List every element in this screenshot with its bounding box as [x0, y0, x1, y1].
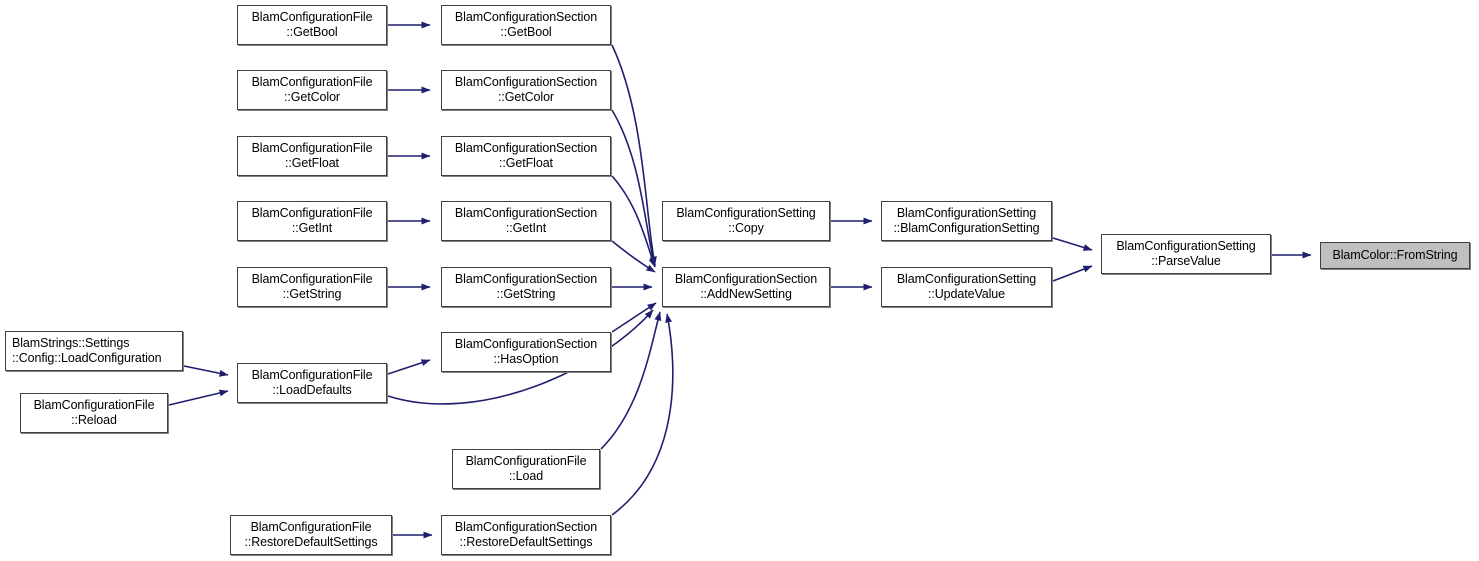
graph-node-label-line2: ::GetFloat [499, 156, 553, 170]
call-edge-n20-to-n22 [1052, 237, 1093, 251]
graph-node-label-line2: ::GetString [496, 287, 556, 301]
call-edge-n12-to-n13 [168, 389, 229, 406]
graph-node-label-line2: ::AddNewSetting [700, 287, 792, 301]
graph-node-label-line2: ::LoadDefaults [272, 383, 352, 397]
call-edge-n21-to-n22 [1052, 265, 1093, 282]
graph-node-blamconfigurationfileload[interactable]: BlamConfigurationFile::Load [452, 449, 600, 489]
graph-node-blamconfigurationsectionhasoption[interactable]: BlamConfigurationSection::HasOption [441, 332, 611, 372]
graph-node-blamconfigurationsectiongetfloat[interactable]: BlamConfigurationSection::GetFloat [441, 136, 611, 176]
call-edge-n17-to-n19 [611, 313, 674, 516]
graph-node-label-line1: BlamConfigurationSetting [676, 206, 816, 220]
call-edge-n13-to-n14 [387, 359, 431, 375]
graph-node-label-line1: BlamConfigurationSection [454, 337, 598, 351]
graph-node-label-line2: ::GetBool [286, 25, 338, 39]
graph-node-blamconfigurationfilegetfloat[interactable]: BlamConfigurationFile::GetFloat [237, 136, 387, 176]
call-edge-n4-to-n19 [611, 109, 657, 267]
graph-node-blamconfigurationfilereload[interactable]: BlamConfigurationFile::Reload [20, 393, 168, 433]
call-edge-n15-to-n19 [600, 311, 662, 450]
graph-node-label-line1: BlamConfigurationSection [454, 141, 598, 155]
graph-node-label-line2: ::GetInt [291, 221, 333, 235]
graph-node-label-line1: BlamConfigurationSetting [1116, 239, 1256, 253]
graph-node-blamconfigurationsettingcopy[interactable]: BlamConfigurationSetting::Copy [662, 201, 830, 241]
graph-node-blamconfigurationsettingblamconfigurationsetting[interactable]: BlamConfigurationSetting::BlamConfigurat… [881, 201, 1052, 241]
graph-node-label-line2: ::GetString [282, 287, 342, 301]
graph-node-label-line2: ::ParseValue [1151, 254, 1221, 268]
graph-node-blamconfigurationsectiongetint[interactable]: BlamConfigurationSection::GetInt [441, 201, 611, 241]
graph-node-label-line2: ::RestoreDefaultSettings [244, 535, 378, 549]
graph-node-blamconfigurationsettingupdatevalue[interactable]: BlamConfigurationSetting::UpdateValue [881, 267, 1052, 307]
graph-node-blamcolorfromstring[interactable]: BlamColor::FromString [1320, 242, 1470, 269]
call-edge-n11-to-n13 [183, 365, 229, 377]
graph-node-label-line1: BlamConfigurationFile [251, 368, 373, 382]
graph-node-label-line1: BlamConfigurationSection [454, 206, 598, 220]
graph-node-label-line1: BlamConfigurationSection [454, 520, 598, 534]
call-edge-n6-to-n19 [611, 175, 656, 268]
graph-node-blamconfigurationsectionaddnewsetting[interactable]: BlamConfigurationSection::AddNewSetting [662, 267, 830, 307]
graph-node-label-line1: BlamConfigurationFile [251, 10, 373, 24]
graph-node-label-line2: ::GetColor [284, 90, 340, 104]
graph-node-label-line2: ::HasOption [493, 352, 559, 366]
graph-node-label-line1: BlamConfigurationFile [465, 454, 587, 468]
graph-node-blamconfigurationsectiongetcolor[interactable]: BlamConfigurationSection::GetColor [441, 70, 611, 110]
graph-node-blamconfigurationfilegetstring[interactable]: BlamConfigurationFile::GetString [237, 267, 387, 307]
graph-node-blamconfigurationsectiongetbool[interactable]: BlamConfigurationSection::GetBool [441, 5, 611, 45]
graph-node-blamstringssettingsconfigloadconfiguration[interactable]: BlamStrings::Settings::Config::LoadConfi… [5, 331, 183, 371]
graph-node-label-line2: ::GetColor [498, 90, 554, 104]
graph-node-blamconfigurationsectiongetstring[interactable]: BlamConfigurationSection::GetString [441, 267, 611, 307]
graph-node-blamconfigurationsettingparsevalue[interactable]: BlamConfigurationSetting::ParseValue [1101, 234, 1271, 274]
graph-node-label-line1: BlamConfigurationFile [251, 272, 373, 286]
graph-node-label-line2: ::BlamConfigurationSetting [893, 221, 1040, 235]
graph-node-blamconfigurationfilegetint[interactable]: BlamConfigurationFile::GetInt [237, 201, 387, 241]
graph-node-label-line1: BlamConfigurationSetting [896, 272, 1037, 286]
graph-node-label-line2: ::Reload [71, 413, 117, 427]
graph-node-label-line1: BlamConfigurationSetting [896, 206, 1037, 220]
call-edge-n14-to-n19 [611, 302, 657, 333]
graph-node-label-line2: ::RestoreDefaultSettings [459, 535, 593, 549]
graph-node-blamconfigurationfilegetbool[interactable]: BlamConfigurationFile::GetBool [237, 5, 387, 45]
graph-node-blamconfigurationfilerestoredefaultsettings[interactable]: BlamConfigurationFile::RestoreDefaultSet… [230, 515, 392, 555]
graph-node-label-line1: BlamConfigurationFile [251, 75, 373, 89]
graph-node-label-line1: BlamConfigurationSection [454, 272, 598, 286]
graph-node-label-line2: ::Copy [728, 221, 764, 235]
graph-node-label-line2: ::GetInt [505, 221, 547, 235]
graph-node-label-line2: ::GetBool [500, 25, 552, 39]
graph-node-label-line2: ::Load [508, 469, 544, 483]
graph-node-label-line1: BlamConfigurationFile [251, 141, 373, 155]
graph-node-blamconfigurationfilegetcolor[interactable]: BlamConfigurationFile::GetColor [237, 70, 387, 110]
graph-node-label-line1: BlamColor::FromString [1332, 248, 1458, 262]
graph-node-blamconfigurationfileloaddefaults[interactable]: BlamConfigurationFile::LoadDefaults [237, 363, 387, 403]
graph-node-label-line1: BlamConfigurationSection [454, 10, 598, 24]
call-edge-n8-to-n19 [611, 240, 656, 273]
graph-node-label-line1: BlamStrings::Settings [12, 336, 130, 350]
call-edge-n13-to-n19 [387, 309, 654, 405]
graph-node-label-line2: ::GetFloat [285, 156, 339, 170]
graph-node-label-line1: BlamConfigurationSection [454, 75, 598, 89]
graph-node-label-line1: BlamConfigurationSection [674, 272, 818, 286]
call-edge-n2-to-n19 [611, 44, 657, 266]
edges-group [168, 21, 1312, 539]
graph-node-label-line2: ::Config::LoadConfiguration [12, 351, 162, 365]
graph-node-label-line1: BlamConfigurationFile [250, 520, 372, 534]
graph-node-label-line1: BlamConfigurationFile [33, 398, 155, 412]
graph-node-blamconfigurationsectionrestoredefaultsettings[interactable]: BlamConfigurationSection::RestoreDefault… [441, 515, 611, 555]
graph-node-label-line2: ::UpdateValue [928, 287, 1005, 301]
graph-node-label-line1: BlamConfigurationFile [251, 206, 373, 220]
